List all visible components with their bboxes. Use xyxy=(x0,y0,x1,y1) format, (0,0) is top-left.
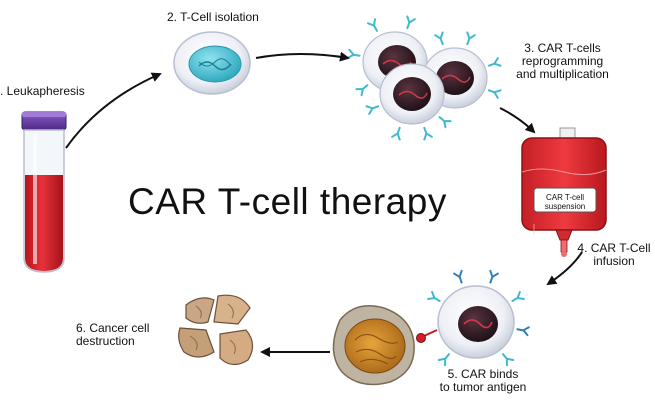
step-3-line-1: 3. CAR T-cells xyxy=(524,41,601,55)
step-4-line-2: infusion xyxy=(593,254,635,268)
blood-tube-icon xyxy=(21,111,67,273)
step-2-label: 2. T-Cell isolation xyxy=(167,10,259,24)
step-4-line-1: 4. CAR T-Cell xyxy=(577,241,651,255)
arrow-icon xyxy=(65,51,583,357)
step-5-line-1: 5. CAR binds xyxy=(447,367,519,381)
step-6-line-1: 6. Cancer cell xyxy=(76,321,150,335)
step-6-label: 6. Cancer cell destruction xyxy=(76,322,149,348)
step-4-label: 4. CAR T-Cell infusion xyxy=(574,242,654,268)
step-3-label: 3. CAR T-cells reprogramming and multipl… xyxy=(500,42,625,81)
step-5-label: 5. CAR binds to tumor antigen xyxy=(428,368,538,394)
bag-label: CAR T-cell suspension xyxy=(536,193,594,211)
car-t-cell-icon xyxy=(416,269,530,367)
step-3-line-2: reprogramming xyxy=(521,54,604,68)
infusion-bag-icon xyxy=(521,127,607,257)
bag-label-line-2: suspension xyxy=(544,202,586,211)
step-1-label: . Leukapheresis xyxy=(0,84,85,98)
t-cell-icon xyxy=(173,31,251,95)
tumor-cell-icon xyxy=(332,305,415,386)
step-6-line-2: destruction xyxy=(76,334,135,348)
step-5-line-2: to tumor antigen xyxy=(439,380,527,394)
bag-label-line-1: CAR T-cell xyxy=(545,193,585,202)
diagram-title: CAR T-cell therapy xyxy=(128,181,447,222)
step-3-line-3: and multiplication xyxy=(516,67,609,81)
car-t-cell-cluster-icon xyxy=(347,15,502,141)
destroyed-cell-icon xyxy=(178,294,254,366)
